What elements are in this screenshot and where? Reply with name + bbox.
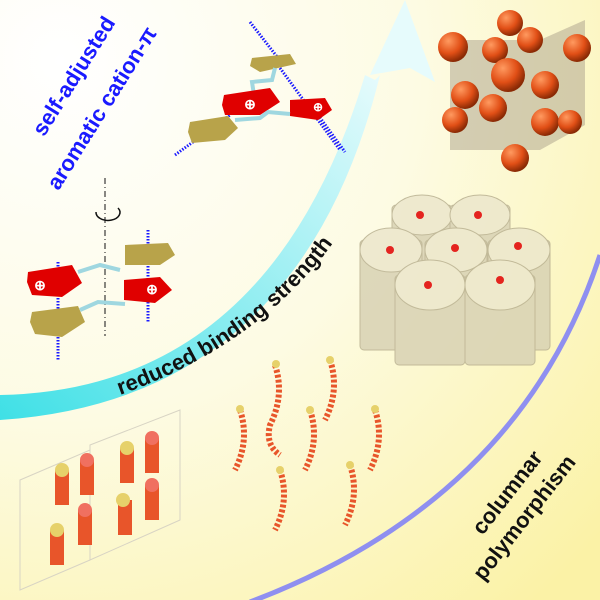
cubic-lattice — [438, 10, 591, 172]
cation-charge: ⊕ — [146, 281, 158, 297]
molecule-top: ⊕ ⊕ — [174, 21, 347, 157]
cation-charge: ⊕ — [313, 100, 323, 114]
molecule-left: ⊕ ⊕ — [27, 178, 175, 360]
helical-columns — [232, 359, 382, 532]
arrow-band — [0, 75, 380, 420]
divider-arc — [249, 254, 600, 600]
cation-charge: ⊕ — [34, 277, 46, 293]
helical-core-dots — [236, 356, 379, 474]
arrow-head — [370, 0, 435, 82]
hexagonal-columns — [359, 194, 551, 366]
cation-charge: ⊕ — [244, 96, 256, 112]
rotation-arrow-icon — [95, 207, 121, 222]
lamellar-columns — [19, 409, 181, 591]
